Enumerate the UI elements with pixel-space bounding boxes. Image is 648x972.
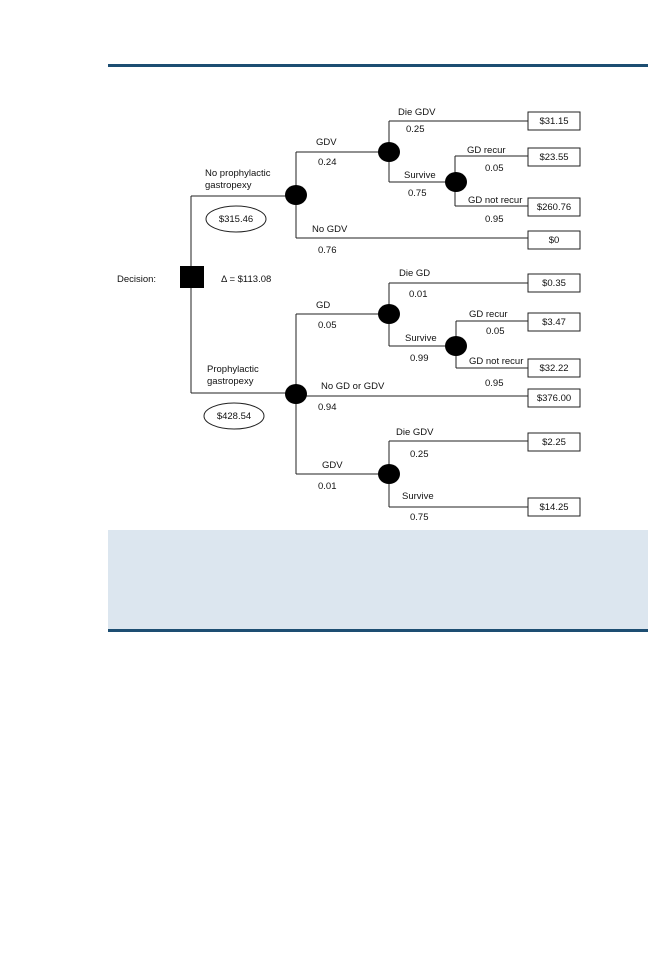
payoff-recur-lower: $3.47 <box>542 317 566 328</box>
decision-label: Decision: <box>117 274 156 285</box>
label-survive-gdv: Survive <box>404 170 436 181</box>
ev-ellipse-prophylactic <box>203 402 265 430</box>
payoff-die-gdv: $31.15 <box>539 116 568 127</box>
caption-band <box>108 530 648 629</box>
decision-node <box>180 266 204 288</box>
payoff-box-not-recur-lower <box>527 358 581 378</box>
payoff-box-no-gdv <box>527 230 581 250</box>
bottom-rule <box>108 629 648 632</box>
chance-node-gdv <box>378 142 400 162</box>
prob-gdv-lower: 0.01 <box>318 481 337 492</box>
prob-gd-recur-lower: 0.05 <box>486 326 505 337</box>
label-die-gdv-lower: Die GDV <box>396 427 434 438</box>
chance-node-prophylactic <box>285 384 307 404</box>
payoff-box-recur-upper <box>527 147 581 167</box>
prob-die-gdv-lower: 0.25 <box>410 449 429 460</box>
payoff-die-gdv-lower: $2.25 <box>542 437 566 448</box>
ev-no-prophylactic: $315.46 <box>219 214 253 225</box>
payoff-box-die-gd <box>527 273 581 293</box>
payoff-not-recur-upper: $260.76 <box>537 202 571 213</box>
chance-node-survive-gdv <box>445 172 467 192</box>
label-no-gdv: No GDV <box>312 224 348 235</box>
payoff-box-no-gd-or-gdv <box>527 388 581 408</box>
payoff-die-gd: $0.35 <box>542 278 566 289</box>
payoff-box-survive-gdv-lower <box>527 497 581 517</box>
label-no-gd-or-gdv: No GD or GDV <box>321 381 385 392</box>
label-gd-recur-lower: GD recur <box>469 309 508 320</box>
label-gdv-lower: GDV <box>322 460 343 471</box>
chance-node-no-prophylactic <box>285 185 307 205</box>
payoff-boxes <box>527 111 581 517</box>
label-gdv: GDV <box>316 137 337 148</box>
chance-node-survive-gd <box>445 336 467 356</box>
chance-node-gd <box>378 304 400 324</box>
top-rule <box>108 64 648 67</box>
strategy-prophylactic-line1: Prophylactic <box>207 364 259 375</box>
prob-no-gd-or-gdv: 0.94 <box>318 402 337 413</box>
strategy-no-prophylactic-line2: gastropexy <box>205 180 252 191</box>
prob-die-gd: 0.01 <box>409 289 428 300</box>
delta-label: Δ = $113.08 <box>221 274 271 285</box>
label-gd-not-recur-lower: GD not recur <box>469 356 523 367</box>
label-gd: GD <box>316 300 330 311</box>
ev-prophylactic: $428.54 <box>217 411 251 422</box>
chance-node-gdv-lower <box>378 464 400 484</box>
label-die-gdv: Die GDV <box>398 107 436 118</box>
prob-survive-gd: 0.99 <box>410 353 429 364</box>
payoff-box-die-gdv-lower <box>527 432 581 452</box>
label-die-gd: Die GD <box>399 268 430 279</box>
payoff-box-not-recur-upper <box>527 197 581 217</box>
label-survive-gdv-lower: Survive <box>402 491 434 502</box>
prob-gd-not-recur-lower: 0.95 <box>485 378 504 389</box>
ev-ellipse-no-prophylactic <box>205 205 267 233</box>
payoff-survive-gdv-lower: $14.25 <box>539 502 568 513</box>
payoff-no-gd-or-gdv: $376.00 <box>537 393 571 404</box>
strategy-prophylactic-line2: gastropexy <box>207 376 254 387</box>
prob-gdv: 0.24 <box>318 157 337 168</box>
prob-survive-gdv: 0.75 <box>408 188 427 199</box>
payoff-recur-upper: $23.55 <box>539 152 568 163</box>
prob-die-gdv: 0.25 <box>406 124 425 135</box>
prob-gd: 0.05 <box>318 320 337 331</box>
label-gd-recur-upper: GD recur <box>467 145 506 156</box>
label-survive-gd: Survive <box>405 333 437 344</box>
prob-no-gdv: 0.76 <box>318 245 337 256</box>
payoff-box-die-gdv <box>527 111 581 131</box>
payoff-box-recur-lower <box>527 312 581 332</box>
label-gd-not-recur-upper: GD not recur <box>468 195 522 206</box>
prob-gd-not-recur-upper: 0.95 <box>485 214 504 225</box>
prob-gd-recur-upper: 0.05 <box>485 163 504 174</box>
prob-survive-gdv-lower: 0.75 <box>410 512 429 523</box>
payoff-no-gdv: $0 <box>549 235 560 246</box>
payoff-not-recur-lower: $32.22 <box>539 363 568 374</box>
strategy-no-prophylactic-line1: No prophylactic <box>205 168 271 179</box>
